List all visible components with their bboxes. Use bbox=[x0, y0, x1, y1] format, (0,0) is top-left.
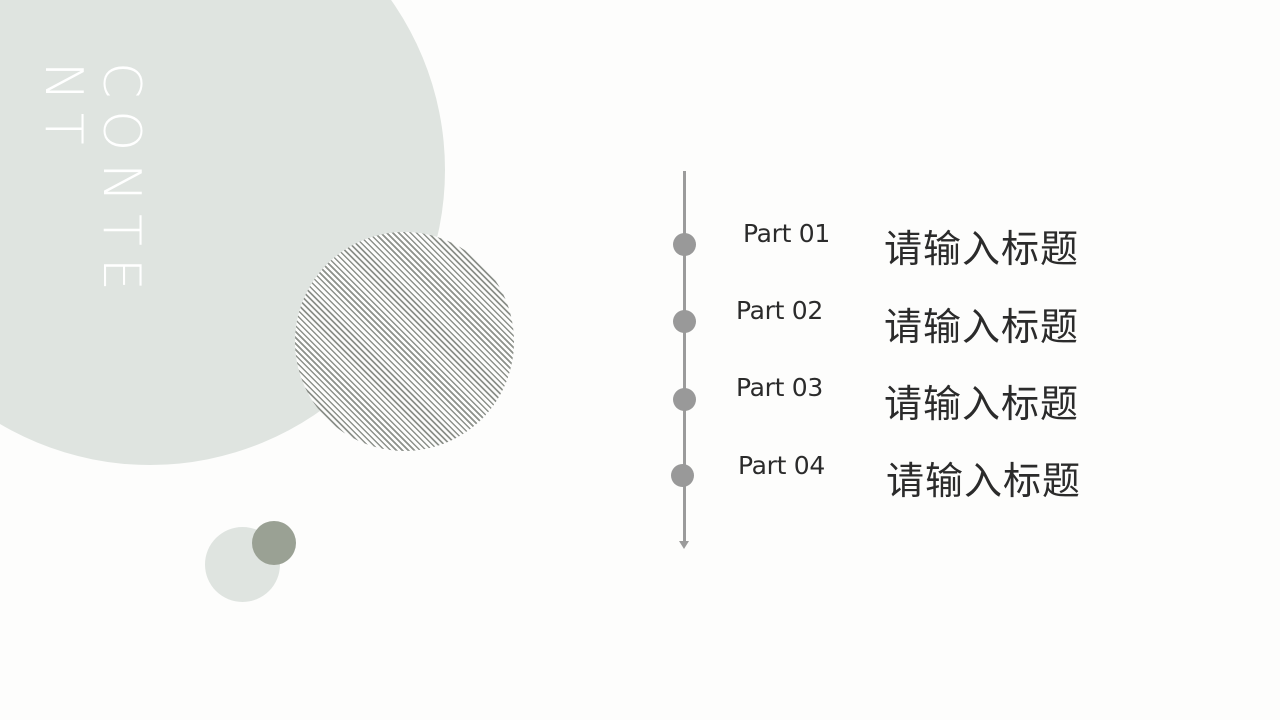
part-title-4[interactable]: 请输入标题 bbox=[886, 459, 1082, 503]
part-title-1[interactable]: 请输入标题 bbox=[884, 227, 1080, 271]
timeline-dot-1 bbox=[673, 233, 696, 256]
timeline-dot-2 bbox=[673, 310, 696, 333]
timeline-dot-4 bbox=[671, 464, 694, 487]
part-label-4: Part 04 bbox=[738, 451, 826, 480]
timeline-line bbox=[683, 171, 686, 543]
part-label-1: Part 01 bbox=[743, 219, 831, 248]
timeline-dot-3 bbox=[673, 388, 696, 411]
decorative-small-dark-circle bbox=[252, 521, 296, 565]
part-label-3: Part 03 bbox=[736, 373, 824, 402]
part-label-2: Part 02 bbox=[736, 296, 824, 325]
content-heading: CONTENT bbox=[33, 62, 151, 303]
part-title-3[interactable]: 请输入标题 bbox=[884, 382, 1080, 426]
timeline-arrow-icon bbox=[679, 541, 689, 549]
decorative-striped-circle bbox=[295, 232, 514, 451]
part-title-2[interactable]: 请输入标题 bbox=[884, 305, 1080, 349]
